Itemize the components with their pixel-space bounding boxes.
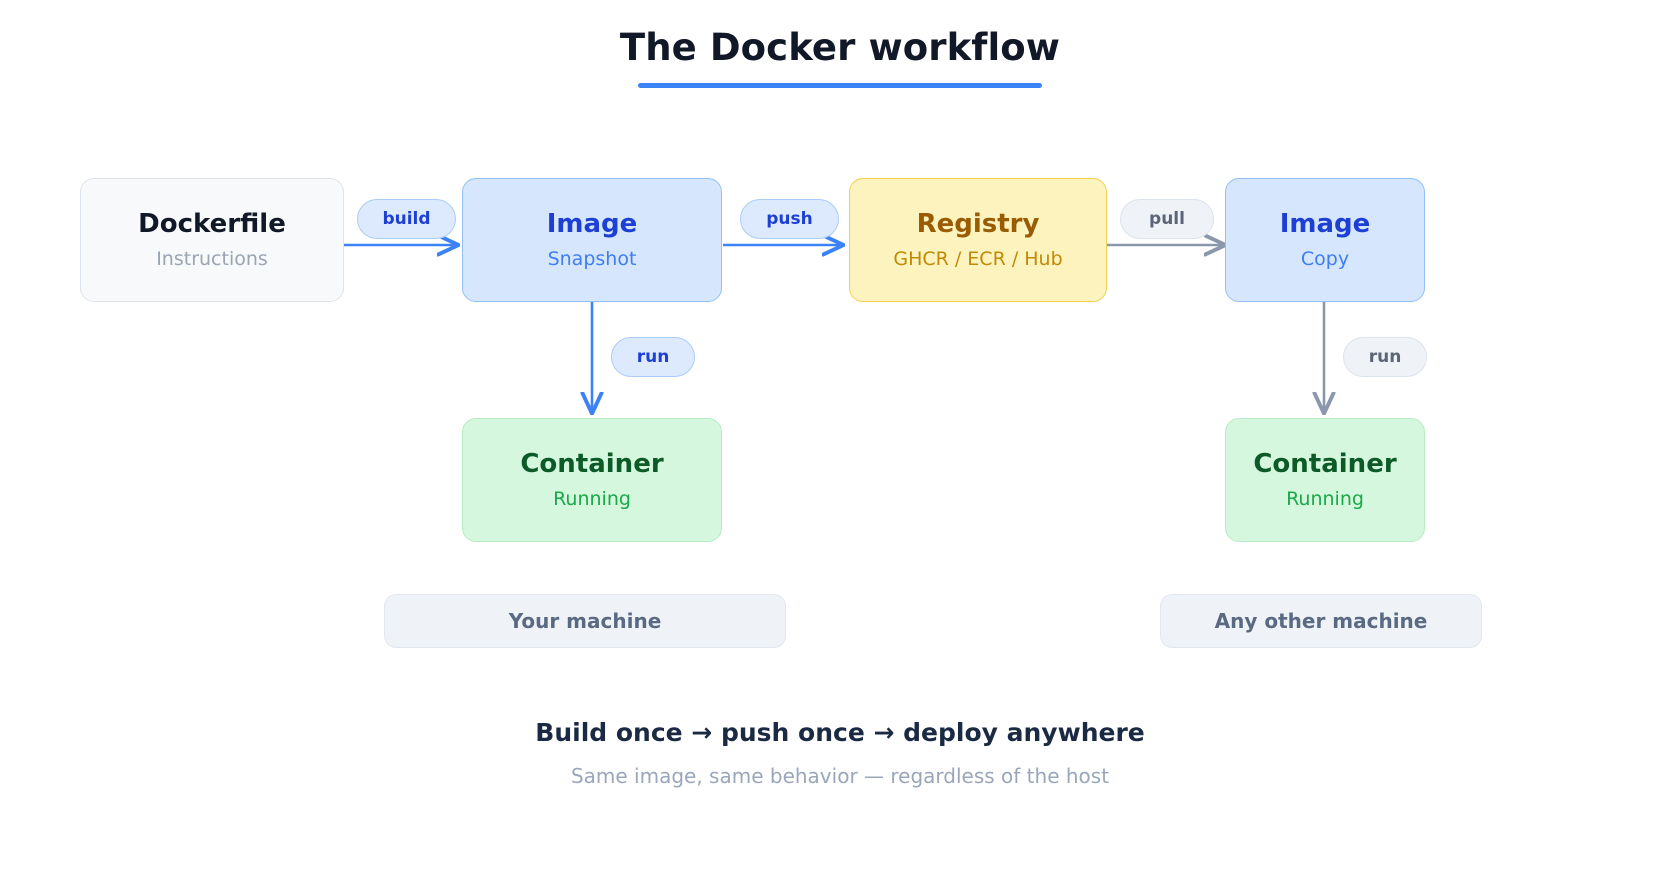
edge-label-build-text: build	[382, 209, 431, 229]
node-container-remote-subtitle: Running	[1286, 487, 1364, 510]
node-container-local[interactable]: Container Running	[462, 418, 722, 542]
node-dockerfile-subtitle: Instructions	[156, 247, 268, 270]
edge-label-build[interactable]: build	[357, 199, 456, 239]
page-title: The Docker workflow	[619, 26, 1061, 69]
node-image-remote[interactable]: Image Copy	[1225, 178, 1425, 302]
zone-any-other-machine[interactable]: Any other machine	[1160, 594, 1482, 648]
edge-label-run-left[interactable]: run	[611, 337, 695, 377]
node-registry-subtitle: GHCR / ECR / Hub	[893, 247, 1063, 270]
node-image-local[interactable]: Image Snapshot	[462, 178, 722, 302]
edge-label-run-right-text: run	[1368, 347, 1402, 367]
edge-label-pull[interactable]: pull	[1120, 199, 1214, 239]
node-image-remote-subtitle: Copy	[1300, 247, 1350, 270]
edge-label-run-right[interactable]: run	[1343, 337, 1427, 377]
footer-block: Build once → push once → deploy anywhere…	[0, 718, 1680, 788]
node-dockerfile-title: Dockerfile	[138, 208, 286, 239]
node-image-local-subtitle: Snapshot	[547, 247, 637, 270]
edge-label-pull-text: pull	[1149, 209, 1185, 229]
node-registry-title: Registry	[916, 208, 1040, 239]
node-image-remote-title: Image	[1279, 208, 1371, 239]
page-title-block: The Docker workflow	[0, 26, 1680, 88]
node-registry[interactable]: Registry GHCR / ECR / Hub	[849, 178, 1107, 302]
zone-your-machine[interactable]: Your machine	[384, 594, 786, 648]
node-container-remote[interactable]: Container Running	[1225, 418, 1425, 542]
zone-your-machine-label: Your machine	[508, 609, 662, 633]
zone-any-other-machine-label: Any other machine	[1214, 609, 1428, 633]
node-container-local-title: Container	[520, 448, 664, 479]
title-underline	[638, 82, 1042, 88]
edge-label-run-left-text: run	[636, 347, 670, 367]
node-dockerfile[interactable]: Dockerfile Instructions	[80, 178, 344, 302]
node-container-local-subtitle: Running	[553, 487, 631, 510]
footer-headline: Build once → push once → deploy anywhere	[535, 718, 1145, 747]
footer-subtext: Same image, same behavior — regardless o…	[570, 764, 1110, 788]
edge-label-push-text: push	[766, 209, 813, 229]
node-image-local-title: Image	[546, 208, 638, 239]
edge-label-push[interactable]: push	[740, 199, 839, 239]
node-container-remote-title: Container	[1253, 448, 1397, 479]
